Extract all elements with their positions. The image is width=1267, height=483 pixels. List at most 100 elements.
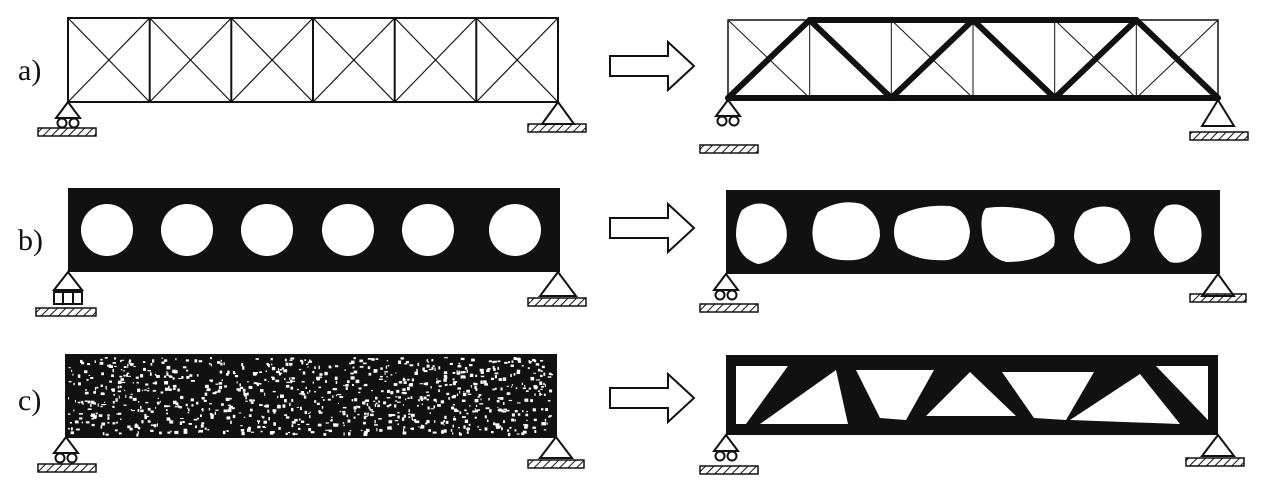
- speckle: [432, 365, 435, 368]
- speckle: [309, 390, 311, 393]
- speckle: [234, 375, 239, 378]
- speckle: [212, 392, 217, 395]
- speckle: [448, 397, 450, 400]
- speckle: [201, 408, 204, 412]
- speckle: [433, 398, 437, 402]
- speckle: [117, 390, 121, 393]
- speckle: [387, 364, 390, 367]
- speckle: [272, 409, 277, 412]
- speckle: [497, 408, 500, 412]
- speckle: [276, 371, 280, 374]
- speckle: [205, 384, 209, 389]
- speckle: [363, 415, 367, 420]
- speckle: [300, 406, 302, 411]
- speckle: [334, 365, 339, 368]
- speckle: [517, 413, 521, 416]
- speckle: [95, 412, 98, 415]
- speckle: [93, 391, 96, 394]
- speckle: [459, 411, 462, 415]
- speckle: [428, 368, 433, 371]
- speckle: [86, 379, 89, 381]
- speckle: [262, 416, 265, 419]
- speckle: [384, 373, 386, 375]
- speckle: [540, 388, 543, 390]
- speckle: [268, 417, 270, 421]
- speckle: [80, 359, 83, 363]
- speckle: [540, 360, 544, 362]
- speckle: [147, 420, 151, 423]
- speckle: [467, 393, 472, 395]
- speckle: [250, 431, 255, 433]
- speckle: [230, 420, 232, 424]
- speckle: [125, 374, 128, 377]
- thick-optimized-members: [725, 17, 1221, 101]
- speckle: [208, 408, 210, 411]
- speckle: [509, 426, 512, 429]
- speckle: [150, 363, 153, 366]
- speckle: [93, 401, 95, 404]
- speckle: [506, 385, 509, 387]
- speckle: [511, 386, 513, 388]
- speckle: [215, 409, 219, 411]
- speckle: [129, 396, 133, 399]
- speckle: [71, 427, 73, 431]
- speckle: [143, 367, 146, 371]
- speckle: [348, 432, 351, 436]
- speckle: [283, 369, 287, 373]
- roller-support-c-opt-left: [699, 433, 759, 475]
- speckle: [472, 411, 476, 413]
- speckle: [125, 366, 129, 368]
- speckle: [339, 410, 342, 413]
- speckle: [84, 391, 89, 395]
- speckle: [390, 426, 392, 429]
- speckle: [140, 409, 144, 413]
- speckle: [516, 371, 521, 374]
- speckle: [425, 422, 428, 425]
- speckle: [516, 358, 521, 361]
- speckle: [532, 408, 536, 412]
- speckle: [107, 416, 110, 420]
- speckle: [384, 371, 389, 373]
- speckle: [107, 364, 109, 368]
- speckle: [437, 404, 441, 407]
- speckle: [227, 404, 231, 406]
- speckle: [375, 396, 378, 400]
- speckle: [493, 367, 496, 371]
- speckle: [371, 389, 373, 392]
- speckle: [130, 393, 133, 395]
- speckle: [401, 391, 405, 394]
- speckle: [451, 396, 456, 399]
- speckle: [203, 399, 207, 402]
- speckle: [319, 411, 323, 414]
- speckle: [408, 409, 410, 413]
- speckle: [290, 357, 295, 360]
- speckle: [248, 426, 251, 430]
- speckle: [524, 426, 528, 429]
- speckle: [167, 405, 171, 407]
- speckle: [91, 413, 95, 417]
- speckle: [426, 394, 430, 397]
- speckle: [259, 404, 263, 406]
- speckle: [395, 372, 397, 374]
- speckle: [298, 418, 301, 421]
- speckle: [497, 366, 500, 370]
- speckle: [209, 379, 213, 382]
- speckle: [451, 406, 455, 410]
- speckle: [474, 398, 479, 403]
- speckle: [386, 375, 388, 378]
- speckle: [217, 389, 221, 393]
- speckle: [530, 376, 535, 381]
- speckle: [364, 412, 367, 415]
- speckle: [172, 384, 177, 388]
- speckle: [394, 420, 399, 422]
- speckle: [443, 429, 447, 433]
- speckle: [130, 409, 132, 411]
- speckle: [95, 386, 99, 389]
- speckle: [289, 402, 291, 406]
- speckle: [210, 415, 214, 419]
- speckle: [471, 358, 475, 362]
- speckle: [368, 406, 370, 409]
- speckle: [343, 424, 345, 427]
- speckle: [426, 364, 430, 368]
- speckle: [546, 422, 548, 425]
